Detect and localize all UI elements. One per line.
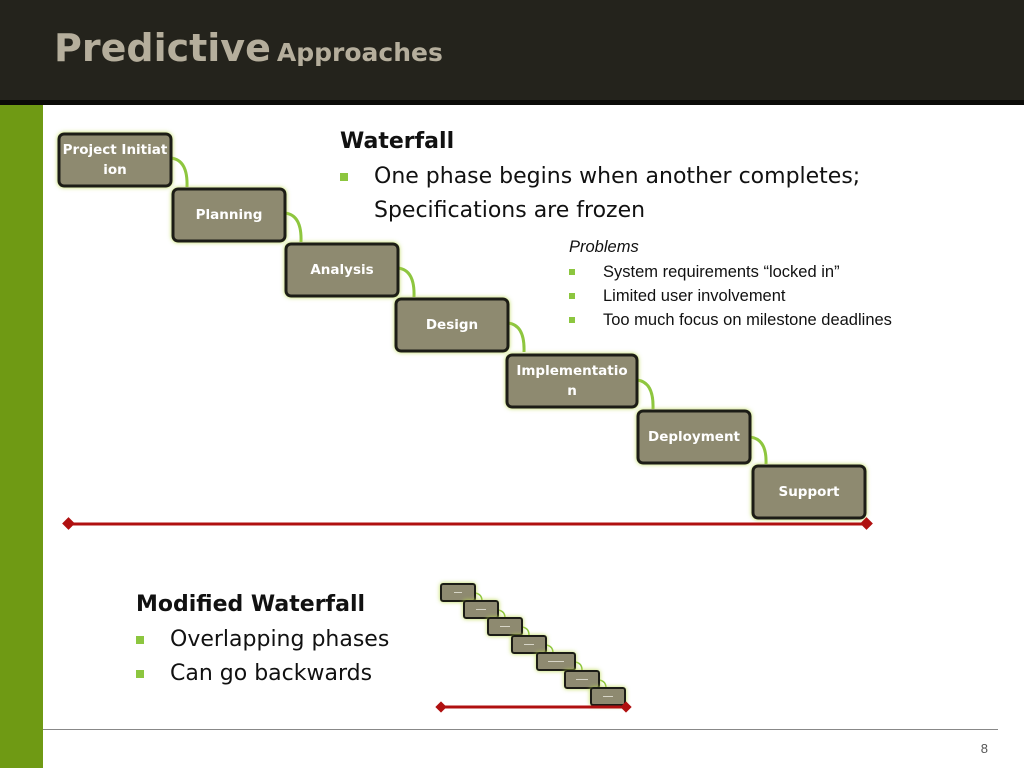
bullet-square-icon (340, 173, 348, 181)
connector-2 (284, 211, 303, 243)
problem-item: System requirements “locked in” (568, 260, 892, 284)
connector-4 (507, 321, 526, 353)
waterfall-bullets: One phase begins when another completes;… (338, 160, 918, 228)
connector-3 (397, 266, 416, 298)
connector-1 (170, 156, 189, 188)
bullet-square-icon (136, 636, 144, 644)
left-accent-bar (0, 105, 43, 768)
phase-label-support: Support (778, 484, 840, 500)
modified-waterfall-diagram (435, 583, 632, 713)
modified-bullet-text: Overlapping phases (170, 627, 390, 652)
modified-bullet: Can go backwards (134, 657, 424, 691)
bullet-square-icon (569, 293, 575, 299)
phase-box-3 (284, 242, 400, 298)
phase-label-analysis: Analysis (310, 262, 374, 278)
connector-6 (749, 435, 768, 465)
problem-text: Limited user involvement (603, 287, 786, 305)
phase-connectors (170, 156, 768, 465)
modified-waterfall-heading: Modified Waterfall (136, 592, 366, 617)
phase-label-deployment: Deployment (648, 429, 741, 445)
phase-label-implementation: Implementation (516, 363, 628, 399)
problems-label: Problems (569, 238, 639, 256)
title-bar (0, 0, 1024, 100)
waterfall-bullet: One phase begins when another completes;… (338, 160, 918, 228)
main-timeline (62, 517, 873, 530)
title-sub: Approaches (276, 38, 443, 67)
problems-list: System requirements “locked in” Limited … (568, 260, 892, 332)
connector-5 (636, 378, 655, 410)
phase-label-planning: Planning (195, 207, 263, 223)
modified-waterfall-bullets: Overlapping phases Can go backwards (134, 623, 424, 691)
waterfall-heading: Waterfall (340, 129, 455, 154)
problem-item: Too much focus on milestone deadlines (568, 308, 892, 332)
bullet-square-icon (569, 269, 575, 275)
modified-bullet-text: Can go backwards (170, 661, 373, 686)
phase-box-1 (57, 132, 173, 188)
page-number: 8 (980, 741, 988, 756)
bullet-square-icon (569, 317, 575, 323)
title-main: Predictive (54, 26, 271, 70)
phase-label-design: Design (425, 317, 479, 333)
phase-box-5 (505, 353, 639, 409)
phase-box-6 (636, 409, 752, 465)
phase-label-project-initiation: Project Initiation (62, 142, 168, 178)
problem-text: Too much focus on milestone deadlines (603, 311, 892, 329)
modified-bullet: Overlapping phases (134, 623, 424, 657)
phase-box-2 (171, 187, 287, 243)
footer-divider (43, 729, 998, 730)
phase-boxes (57, 132, 867, 520)
problem-text: System requirements “locked in” (603, 263, 840, 281)
phase-box-7 (751, 464, 867, 520)
bullet-square-icon (136, 670, 144, 678)
phase-box-4 (394, 297, 510, 353)
problem-item: Limited user involvement (568, 284, 892, 308)
waterfall-bullet-text: One phase begins when another completes;… (374, 164, 861, 223)
title-accent-line (0, 100, 1024, 105)
